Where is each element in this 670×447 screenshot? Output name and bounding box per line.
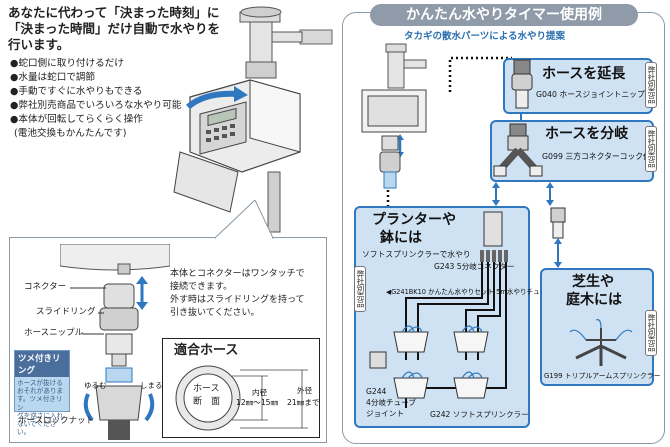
lawn-watering-box — [540, 268, 654, 386]
connector-note-line: 外す時はスライドリングを持って — [170, 295, 305, 305]
part-g244-label-1: G244 — [366, 387, 387, 396]
label-tighten: しまる — [140, 381, 163, 390]
label-connector: コネクター — [24, 282, 67, 292]
intro-line-1: あなたに代わって「決まった時刻」に — [8, 5, 220, 20]
lawn-caption: G199 トリプルアームスプリンクラー — [544, 372, 661, 380]
sold-separately-tab: 弊社別売品 — [645, 62, 657, 108]
sold-separately-tab: 弊社別売品 — [354, 266, 366, 312]
extend-hose-title: ホースを延長 — [542, 66, 626, 82]
part-g244-label-3: ジョイント — [366, 409, 404, 418]
label-hose-nipple: ホースニップル — [24, 328, 84, 338]
inner-diameter-label: 内径 — [252, 388, 268, 397]
hose-label: ホース — [193, 384, 220, 394]
connector-note-line: 引き抜いてください。 — [170, 308, 260, 318]
branch-hose-caption: G099 三方コネクターコック付 — [542, 152, 651, 161]
connector-illustration — [60, 244, 170, 440]
claw-ring-title: ツメ付きリング — [15, 351, 69, 377]
sold-separately-tab: 弊社別売品 — [645, 310, 657, 356]
usage-examples-subtitle: タカギの散水パーツによる水やり提案 — [404, 31, 566, 42]
claw-ring-warning-box: ツメ付きリング ホースが抜ける おそれがありま す。ツメ付きリン グを逆さに入れ… — [14, 350, 70, 436]
timer-faucet-illustration — [173, 6, 333, 233]
feature-item: ●手動ですぐに水やりもできる — [10, 86, 143, 97]
hose-connector-icon — [550, 207, 566, 268]
part-g243-label: G243 5分岐コネクター — [434, 262, 515, 271]
triple-arm-sprinkler-icon — [569, 319, 633, 366]
hose-cross-section-diagram — [175, 365, 308, 431]
warning-line: ないでください。 — [17, 420, 57, 437]
part-g244-label-2: 4分岐チューブ — [366, 398, 416, 407]
warning-line: す。ツメ付きリン — [17, 395, 63, 412]
lawn-title-line-1: 芝生や — [572, 274, 614, 290]
label-slide-ring: スライドリング — [36, 307, 96, 317]
updown-arrow-icon — [492, 182, 554, 206]
connector-note-line: 接続できます。 — [170, 282, 233, 292]
intro-line-3: 行います。 — [8, 37, 70, 52]
extend-hose-caption: G040 ホースジョイントニップル — [536, 90, 653, 99]
planter-title-line-1: プランターや — [372, 212, 456, 228]
warning-line: ホースが抜ける — [17, 379, 63, 387]
connector-note-line: 本体とコネクターはワンタッチで — [170, 269, 305, 279]
three-way-connector-icon — [493, 123, 543, 177]
feature-item: (電池交換もかんたんです) — [14, 128, 127, 139]
leader-line — [98, 312, 104, 314]
label-hose-lock-nut: ホースロックナット — [18, 416, 95, 426]
feature-item: ●蛇口側に取り付けるだけ — [10, 58, 124, 69]
lawn-title-line-2: 庭木には — [566, 292, 622, 308]
leader-line — [70, 287, 106, 289]
feature-item: ●水量は蛇口で調節 — [10, 72, 96, 83]
part-g241-label: ◀G241BK10 かんたん水やりセット 5m水やりチューブ — [386, 288, 553, 296]
feature-item: ●本体が回転してらくらく操作 — [10, 114, 143, 125]
fit-hose-title: 適合ホース — [174, 343, 239, 358]
warning-line: グを逆さに入れ — [17, 411, 64, 420]
sold-separately-tab: 弊社別売品 — [645, 126, 657, 172]
hose-joint-nipple-icon — [511, 59, 533, 109]
branch-hose-title: ホースを分岐 — [545, 126, 629, 142]
intro-line-2: 「決まった時間」だけ自動で水やりを — [8, 21, 221, 36]
leader-line — [82, 333, 104, 335]
usage-examples-title: かんたん水やりタイマー使用例 — [370, 4, 638, 26]
planter-title-line-2: 鉢には — [380, 230, 422, 246]
hose-path-lines — [448, 56, 512, 92]
outer-diameter-label: 外径 — [297, 386, 313, 395]
warning-line: おそれがありま — [17, 387, 64, 396]
callout-pointer — [215, 200, 274, 239]
label-loosen: ゆるむ — [84, 381, 107, 390]
feature-item: ●弊社別売商品でいろいろな水やり可能 — [10, 100, 182, 111]
inner-diameter-value: 12㎜〜15㎜ — [236, 398, 279, 407]
part-g242-label: G242 ソフトスプリンクラー — [430, 410, 529, 419]
faucet-timer-illustration — [361, 43, 427, 189]
outer-diameter-value: 21㎜まで — [287, 398, 320, 407]
planter-sprinkler-illustration — [369, 211, 508, 408]
section-label: 断 面 — [193, 397, 221, 407]
planter-description: ソフトスプリンクラーで水やり — [362, 250, 471, 259]
